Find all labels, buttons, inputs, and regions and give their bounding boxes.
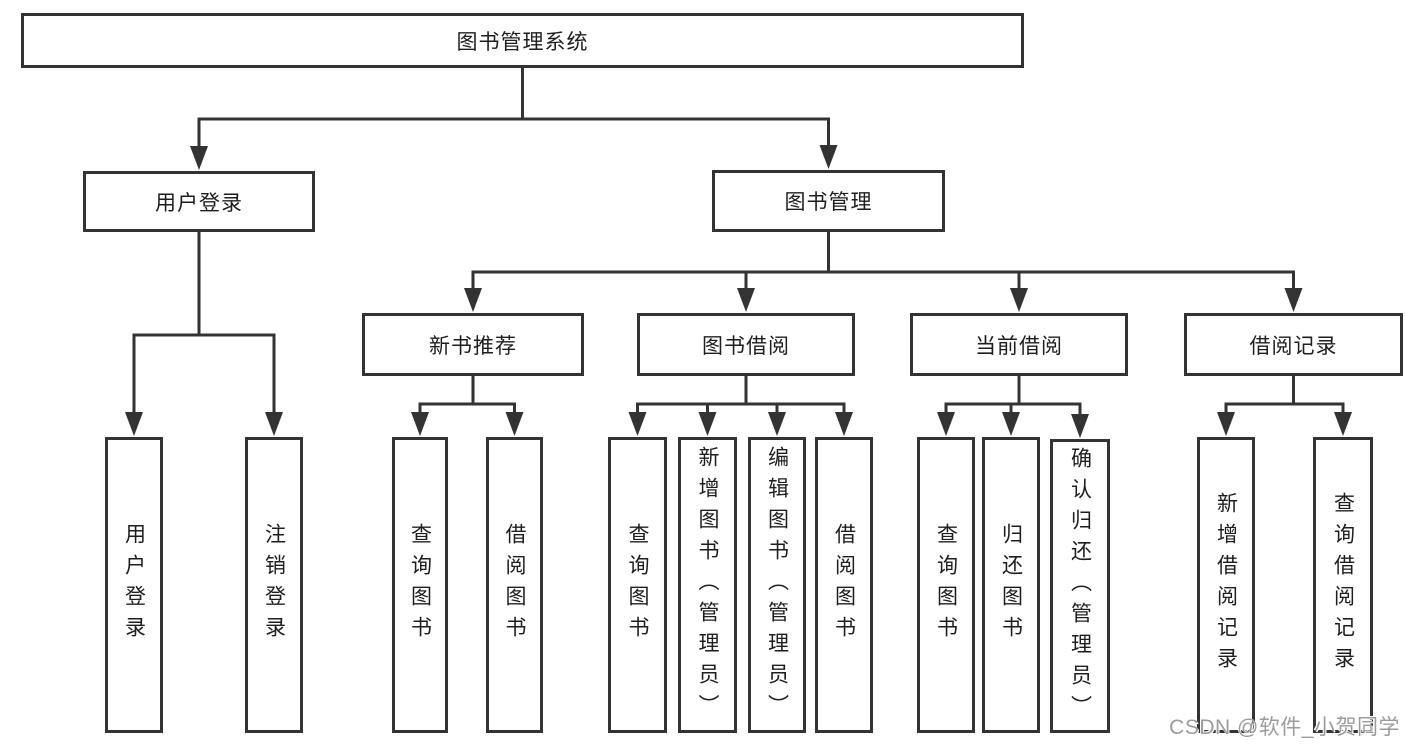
node-label: 借阅记录	[1249, 334, 1338, 358]
leaf-add-borrow-record: 新增借阅记录	[1197, 437, 1255, 733]
node-label: 新增借阅记录	[1214, 492, 1238, 678]
leaf-query-books: 查询图书	[608, 437, 667, 733]
node-label: 查询图书	[408, 523, 432, 647]
leaf-return-books: 归还图书	[982, 437, 1040, 733]
watermark: CSDN @软件_小贺同学	[1169, 716, 1400, 739]
node-label: 借阅图书	[832, 523, 856, 647]
leaf-edit-book-admin: 编辑图书（管理员）	[748, 437, 806, 733]
leaf-borrow-books: 借阅图书	[486, 437, 543, 733]
node-label: 编辑图书（管理员）	[765, 445, 789, 725]
node-current-borrowing: 当前借阅	[910, 313, 1128, 376]
node-label: 图书管理	[784, 191, 873, 214]
node-label: 查询图书	[626, 523, 650, 647]
node-borrowing-records: 借阅记录	[1184, 313, 1403, 376]
node-library-system: 图书管理系统	[21, 13, 1024, 68]
node-label: 图书管理系统	[456, 30, 589, 54]
node-label: 归还图书	[999, 523, 1023, 647]
leaf-query-borrow-record: 查询借阅记录	[1313, 437, 1373, 733]
node-label: 确认归还（管理员）	[1068, 446, 1092, 726]
node-label: 查询图书	[934, 523, 958, 647]
leaf-query-books: 查询图书	[392, 437, 448, 733]
leaf-logout: 注销登录	[245, 437, 303, 733]
node-label: 查询借阅记录	[1331, 492, 1355, 678]
node-label: 注销登录	[262, 523, 286, 647]
node-label: 当前借阅	[975, 334, 1063, 358]
leaf-user-login: 用户登录	[105, 437, 163, 733]
node-label: 用户登录	[155, 191, 243, 215]
leaf-borrow-books: 借阅图书	[815, 437, 873, 733]
node-label: 用户登录	[122, 523, 146, 647]
node-book-borrowing: 图书借阅	[637, 313, 855, 376]
leaf-add-book-admin: 新增图书（管理员）	[678, 437, 737, 733]
node-label: 借阅图书	[503, 523, 527, 647]
node-new-book-recommendation: 新书推荐	[362, 313, 584, 376]
leaf-query-books: 查询图书	[917, 437, 975, 733]
node-label: 新书推荐	[429, 334, 517, 358]
leaf-confirm-return-admin: 确认归还（管理员）	[1050, 439, 1110, 733]
node-label: 新增图书（管理员）	[696, 445, 720, 725]
node-label: 图书借阅	[702, 334, 790, 358]
node-user-login-group: 用户登录	[83, 171, 315, 232]
node-book-management: 图书管理	[712, 170, 945, 232]
